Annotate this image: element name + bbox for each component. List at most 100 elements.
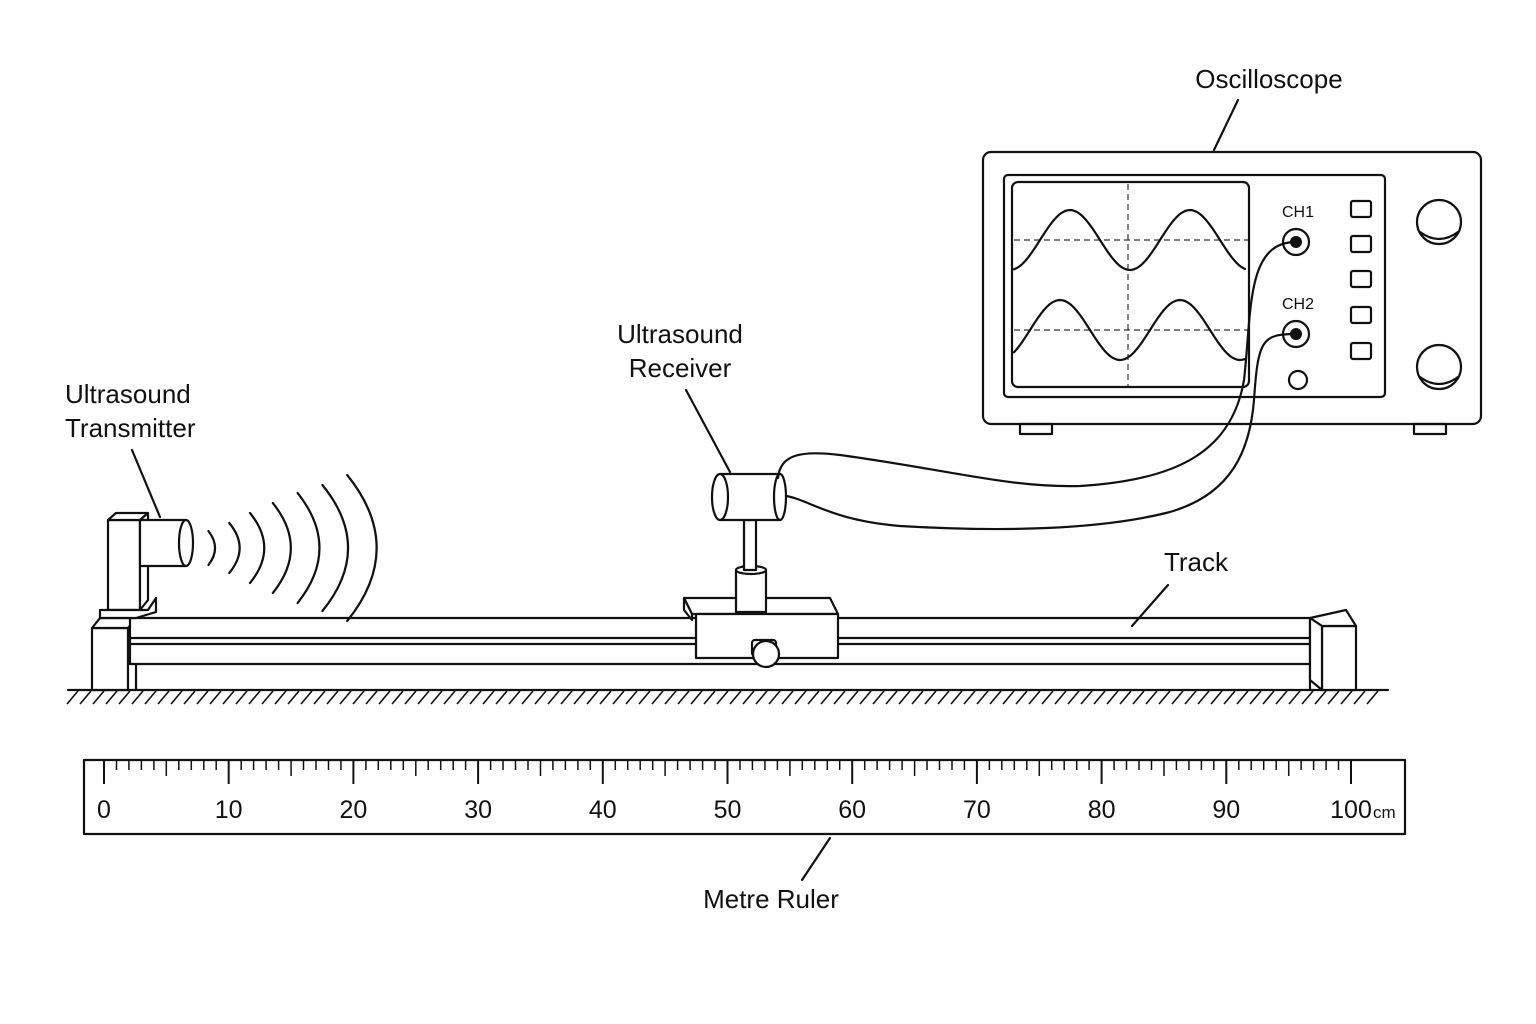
ground-hatching [66, 690, 1379, 705]
hatch-line [1262, 690, 1275, 705]
sound-wave-arc [321, 483, 349, 613]
hatch-line [118, 690, 131, 705]
hatch-line [508, 690, 521, 705]
sound-wave-arc [346, 473, 378, 623]
hatch-line [1093, 690, 1106, 705]
sound-wave-arc [296, 491, 321, 605]
sound-wave-arc [248, 511, 266, 585]
hatch-line [989, 690, 1002, 705]
ruler-unit: cm [1373, 803, 1396, 822]
track-left-end-front [90, 626, 130, 692]
ultrasound-transmitter-icon [177, 518, 195, 568]
ground [66, 688, 1390, 705]
hatch-line [612, 690, 625, 705]
hatch-line [547, 690, 560, 705]
hatch-line [391, 690, 404, 705]
hatch-line [1184, 690, 1197, 705]
hatch-line [1249, 690, 1262, 705]
hatch-line [378, 690, 391, 705]
hatch-line [677, 690, 690, 705]
hatch-line [1106, 690, 1119, 705]
hatch-line [261, 690, 274, 705]
hatch-line [1366, 690, 1379, 705]
ruler-body [82, 758, 1407, 836]
ch1-input-socket[interactable] [1281, 227, 1311, 257]
ch2-label: CH2 [1282, 296, 1314, 313]
hatch-line [794, 690, 807, 705]
hatch-line [1171, 690, 1184, 705]
hatch-line [911, 690, 924, 705]
oscilloscope-screen [1010, 180, 1251, 389]
tick-label-50: 50 [714, 796, 742, 824]
hatch-line [469, 690, 482, 705]
hatch-line [534, 690, 547, 705]
hatch-line [1327, 690, 1340, 705]
hatch-line [872, 690, 885, 705]
hatch-line [482, 690, 495, 705]
hatch-line [625, 690, 638, 705]
hatch-line [66, 690, 79, 705]
hatch-line [937, 690, 950, 705]
hatch-line [300, 690, 313, 705]
hatch-line [157, 690, 170, 705]
adjustment-knob-icon[interactable] [751, 639, 781, 669]
sound-wave-arcs-icon [207, 473, 378, 623]
hatch-line [807, 690, 820, 705]
ruler-ticks [103, 760, 1352, 784]
hatch-line [1015, 690, 1028, 705]
hatch-line [1223, 690, 1236, 705]
metre-ruler-label: Metre Ruler [703, 884, 839, 914]
hatch-line [365, 690, 378, 705]
upper-control-knob[interactable] [1415, 198, 1463, 246]
tick-label-70: 70 [963, 796, 991, 824]
hatch-line [417, 690, 430, 705]
ch2-cable [784, 332, 1298, 531]
hatch-line [963, 690, 976, 705]
hatch-line [1340, 690, 1353, 705]
hatch-line [1236, 690, 1249, 705]
power-indicator[interactable] [1287, 369, 1309, 391]
tick-label-90: 90 [1212, 796, 1240, 824]
oscilloscope-body [981, 150, 1483, 426]
receiver-back [772, 472, 788, 522]
hatch-line [1353, 690, 1366, 705]
control-button-5[interactable] [1349, 341, 1373, 361]
ch2-waveform [1012, 298, 1247, 362]
lower-control-knob[interactable] [1415, 343, 1463, 391]
control-button-2[interactable] [1349, 234, 1373, 254]
oscilloscope-front-panel [1002, 173, 1387, 399]
hatch-line [781, 690, 794, 705]
ultrasound-receiver [682, 472, 840, 669]
receiver-label-line2: Receiver [629, 353, 732, 383]
hatch-line [729, 690, 742, 705]
hatch-line [443, 690, 456, 705]
ultrasound-transmitter [98, 473, 378, 623]
hatch-line [1054, 690, 1067, 705]
track-right-end-front [1320, 624, 1358, 692]
hatch-line [950, 690, 963, 705]
control-button-3[interactable] [1349, 269, 1373, 289]
hatch-line [664, 690, 677, 705]
hatch-line [1132, 690, 1145, 705]
hatch-line [131, 690, 144, 705]
hatch-line [352, 690, 365, 705]
control-button-4[interactable] [1349, 305, 1373, 325]
oscilloscope-foot-left [1018, 422, 1054, 436]
hatch-line [235, 690, 248, 705]
hatch-line [1002, 690, 1015, 705]
tick-label-80: 80 [1088, 796, 1116, 824]
ch1-cable [776, 240, 1298, 488]
oscilloscope-label: Oscilloscope [1195, 64, 1342, 94]
hatch-line [859, 690, 872, 705]
hatch-line [274, 690, 287, 705]
hatch-line [1288, 690, 1301, 705]
hatch-line [573, 690, 586, 705]
control-button-1[interactable] [1349, 199, 1373, 219]
hatch-line [755, 690, 768, 705]
hatch-line [586, 690, 599, 705]
hatch-line [404, 690, 417, 705]
hatch-line [170, 690, 183, 705]
ruler-tick-labels: 0 10 20 30 40 50 60 70 80 90 100 [97, 796, 1372, 824]
transmitter-stand-front [106, 518, 142, 612]
carriage-side [682, 596, 694, 622]
